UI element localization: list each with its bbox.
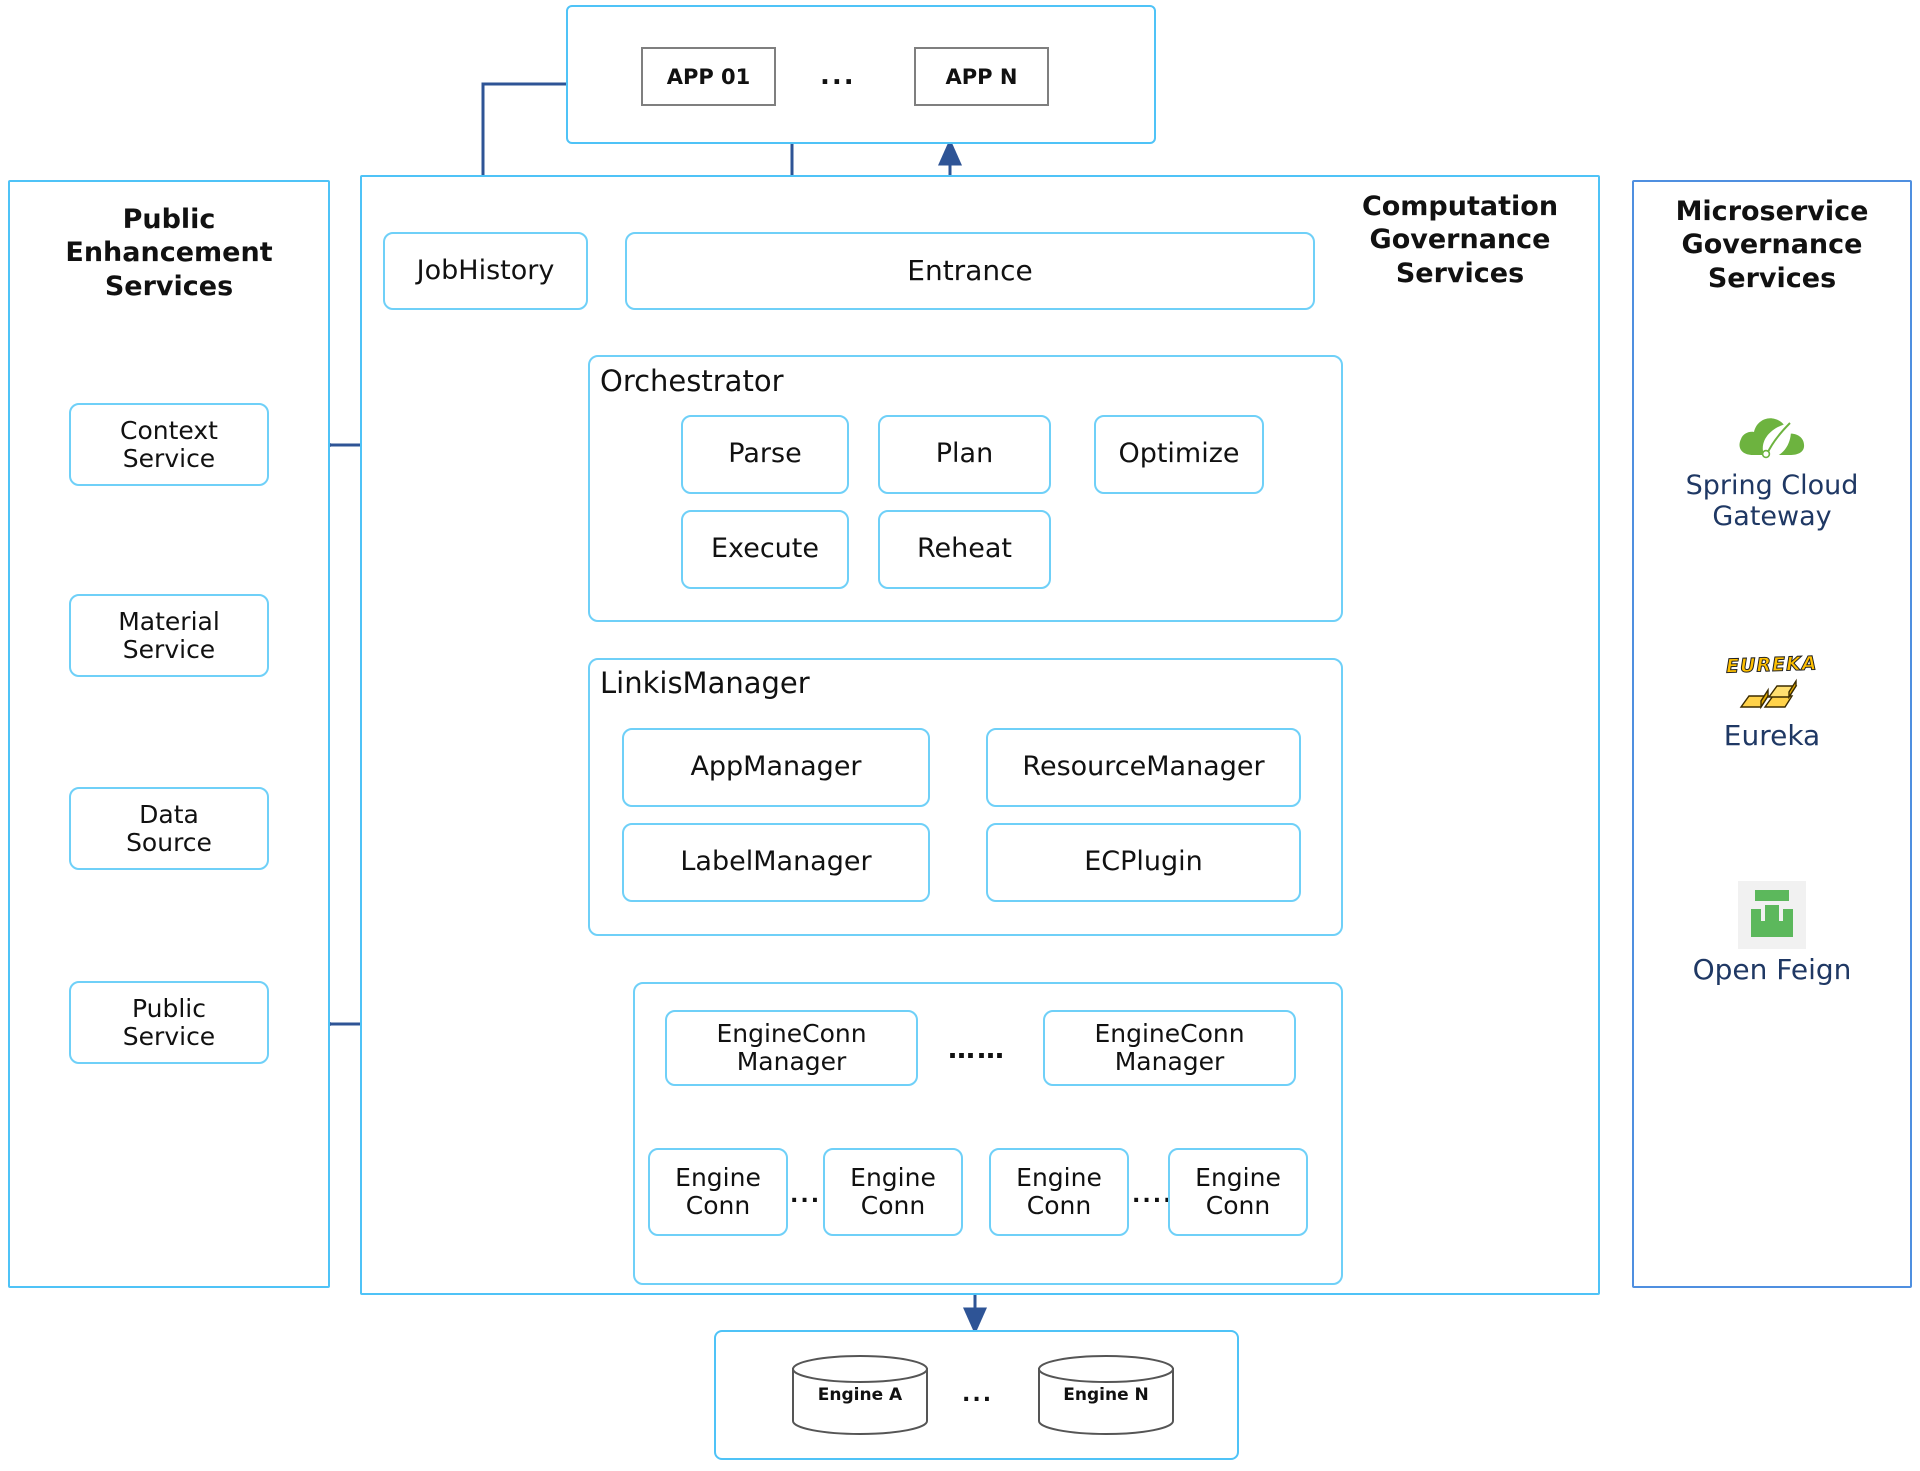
orchestrator-label: Orchestrator — [600, 364, 784, 398]
engineconn-manager-1[interactable]: EngineConn Manager — [665, 1010, 918, 1086]
linkismanager-child-appmanager-label: AppManager — [690, 751, 862, 783]
linkismanager-child-ecplugin-label: ECPlugin — [1084, 846, 1203, 878]
orchestrator-child-execute-label: Execute — [711, 533, 819, 565]
spring-leaf-cloud-icon — [1632, 408, 1912, 466]
app-box-01[interactable]: APP 01 — [641, 47, 776, 106]
linkismanager-child-appmanager[interactable]: AppManager — [622, 728, 930, 807]
apps-ellipsis: ... — [820, 61, 856, 91]
linkismanager-child-resourcemanager-label: ResourceManager — [1022, 751, 1265, 783]
service-data-source-label: Data Source — [126, 799, 212, 857]
microservice-item-eureka[interactable]: EUREKA Eureka — [1632, 648, 1912, 788]
engine-n-cylinder[interactable]: Engine N — [1037, 1355, 1175, 1435]
service-public-service[interactable]: Public Service — [69, 981, 269, 1064]
orchestrator-child-parse-label: Parse — [728, 438, 802, 470]
microservice-governance-panel — [1632, 180, 1912, 1288]
gold-bars-glyph — [1739, 678, 1798, 709]
service-material-service-label: Material Service — [118, 606, 220, 664]
entrance-label: Entrance — [907, 254, 1033, 288]
engine-a-label: Engine A — [817, 1385, 903, 1405]
engine-conn-2[interactable]: Engine Conn — [823, 1148, 963, 1236]
service-material-service[interactable]: Material Service — [69, 594, 269, 677]
engine-n-label: Engine N — [1063, 1385, 1149, 1405]
engineconn-manager-ellipsis: …… — [948, 1034, 1006, 1065]
microservice-item-spring-cloud-gateway[interactable]: Spring Cloud Gateway — [1632, 408, 1912, 548]
open-feign-icon — [1632, 880, 1912, 950]
engine-a-cylinder[interactable]: Engine A — [791, 1355, 929, 1435]
microservice-item-eureka-label: Eureka — [1723, 719, 1821, 752]
engine-conn-4-label: Engine Conn — [1195, 1163, 1281, 1220]
cylinder-icon — [1038, 1355, 1174, 1435]
computation-governance-title: Computation Governance Services — [1361, 191, 1559, 289]
orchestrator-child-reheat[interactable]: Reheat — [878, 510, 1051, 589]
engine-conn-4[interactable]: Engine Conn — [1168, 1148, 1308, 1236]
service-data-source[interactable]: Data Source — [69, 787, 269, 870]
microservice-governance-title: Microservice Governance Services — [1675, 196, 1869, 294]
engine-conn-3[interactable]: Engine Conn — [989, 1148, 1129, 1236]
engine-conn-1-label: Engine Conn — [675, 1163, 761, 1220]
app-box-01-label: APP 01 — [666, 64, 751, 89]
orchestrator-child-execute[interactable]: Execute — [681, 510, 849, 589]
engineconn-manager-2[interactable]: EngineConn Manager — [1043, 1010, 1296, 1086]
jobhistory-box[interactable]: JobHistory — [383, 232, 588, 310]
engine-conn-3-label: Engine Conn — [1016, 1163, 1102, 1220]
orchestrator-child-plan[interactable]: Plan — [878, 415, 1051, 494]
microservice-item-spring-cloud-gateway-label: Spring Cloud Gateway — [1685, 470, 1859, 533]
orchestrator-child-optimize[interactable]: Optimize — [1094, 415, 1264, 494]
eureka-logo-wordmark: EUREKA — [1725, 651, 1819, 678]
spring-leaf-cloud-glyph — [1739, 418, 1805, 459]
microservice-item-open-feign[interactable]: Open Feign — [1632, 880, 1912, 1020]
linkismanager-label: LinkisManager — [600, 666, 810, 700]
orchestrator-child-plan-label: Plan — [935, 438, 994, 470]
app-box-n-label: APP N — [945, 64, 1018, 89]
engine-conn-2-label: Engine Conn — [850, 1163, 936, 1220]
orchestrator-child-optimize-label: Optimize — [1118, 438, 1240, 470]
orchestrator-child-reheat-label: Reheat — [916, 533, 1012, 565]
open-feign-glyph — [1738, 881, 1806, 949]
service-public-service-label: Public Service — [122, 993, 216, 1051]
microservice-item-open-feign-label: Open Feign — [1692, 953, 1852, 986]
engine-conn-1[interactable]: Engine Conn — [648, 1148, 788, 1236]
entrance-box[interactable]: Entrance — [625, 232, 1315, 310]
engineconn-manager-2-label: EngineConn Manager — [1094, 1019, 1245, 1076]
engines-ellipsis: ... — [962, 1382, 994, 1407]
app-box-n[interactable]: APP N — [914, 47, 1049, 106]
public-enhancement-panel — [8, 180, 330, 1288]
linkismanager-child-resourcemanager[interactable]: ResourceManager — [986, 728, 1301, 807]
linkismanager-child-labelmanager[interactable]: LabelManager — [622, 823, 930, 902]
cylinder-icon — [792, 1355, 928, 1435]
linkismanager-child-ecplugin[interactable]: ECPlugin — [986, 823, 1301, 902]
service-context-service-label: Context Service — [120, 415, 218, 473]
engineconn-manager-1-label: EngineConn Manager — [716, 1019, 867, 1076]
public-enhancement-title: Public Enhancement Services — [65, 204, 273, 302]
orchestrator-child-parse[interactable]: Parse — [681, 415, 849, 494]
service-context-service[interactable]: Context Service — [69, 403, 269, 486]
eureka-gold-bars-icon: EUREKA — [1632, 648, 1912, 716]
jobhistory-label: JobHistory — [416, 254, 555, 286]
linkismanager-child-labelmanager-label: LabelManager — [680, 846, 872, 878]
